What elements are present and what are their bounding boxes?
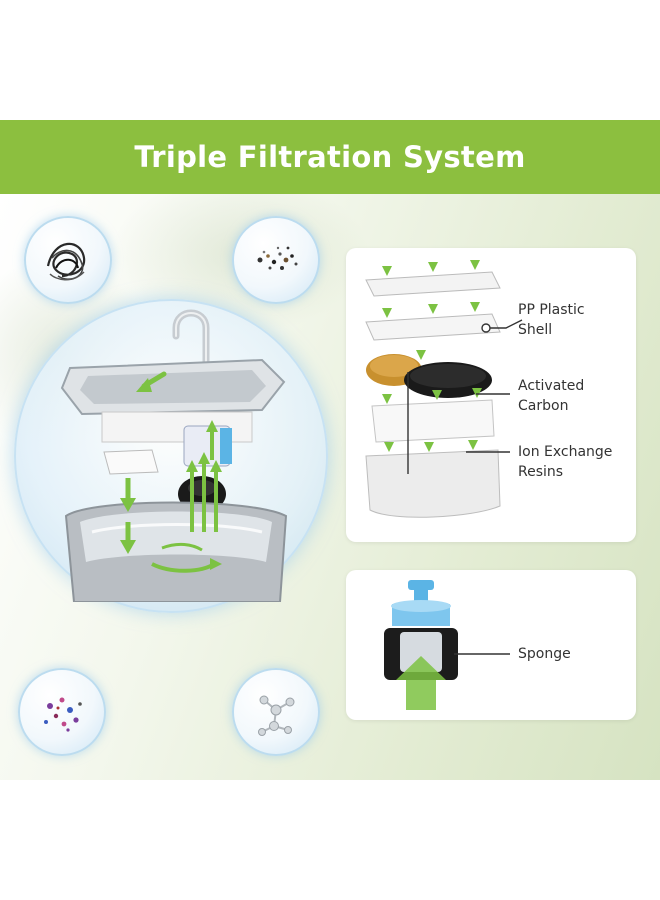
up-arrow-icon xyxy=(151,420,222,573)
up-arrow-icon xyxy=(396,656,446,710)
ion-exchange-resins-line2: Resins xyxy=(518,464,564,480)
pp-plastic-shell-line2: Shell xyxy=(518,322,553,338)
activated-carbon-line1: Activated xyxy=(518,378,585,394)
title-banner: Triple Filtration System xyxy=(0,120,660,194)
bacteria-bubble xyxy=(18,668,106,756)
molecule-bubble xyxy=(232,668,320,756)
sponge-callout-line xyxy=(454,653,510,655)
ion-exchange-resins-label: Ion Exchange Resins xyxy=(518,442,612,482)
filter-layers-illustration xyxy=(365,260,501,518)
callout-lines xyxy=(466,319,523,453)
bacteria-icon xyxy=(44,697,82,732)
sponge-illustration xyxy=(384,580,458,710)
filter-layers-panel: PP Plastic Shell Activated Carbon Ion Ex… xyxy=(346,248,636,542)
pp-plastic-shell-line1: PP Plastic xyxy=(518,302,585,318)
page-title: Triple Filtration System xyxy=(134,140,526,174)
fountain-illustration xyxy=(60,309,288,602)
debris-icon xyxy=(257,246,298,270)
activated-carbon-line2: Carbon xyxy=(518,398,569,414)
down-arrow-icon xyxy=(120,371,167,554)
activated-carbon-label: Activated Carbon xyxy=(518,376,584,416)
sponge-panel: Sponge xyxy=(346,570,636,720)
debris-bubble xyxy=(232,216,320,304)
sponge-label: Sponge xyxy=(518,646,571,662)
hair-bubble xyxy=(24,216,112,304)
down-arrow-icon xyxy=(382,260,482,452)
pp-plastic-shell-label: PP Plastic Shell xyxy=(518,300,585,340)
hair-icon xyxy=(46,242,86,281)
molecule-icon xyxy=(258,695,295,736)
ion-exchange-resins-line1: Ion Exchange xyxy=(518,444,613,460)
